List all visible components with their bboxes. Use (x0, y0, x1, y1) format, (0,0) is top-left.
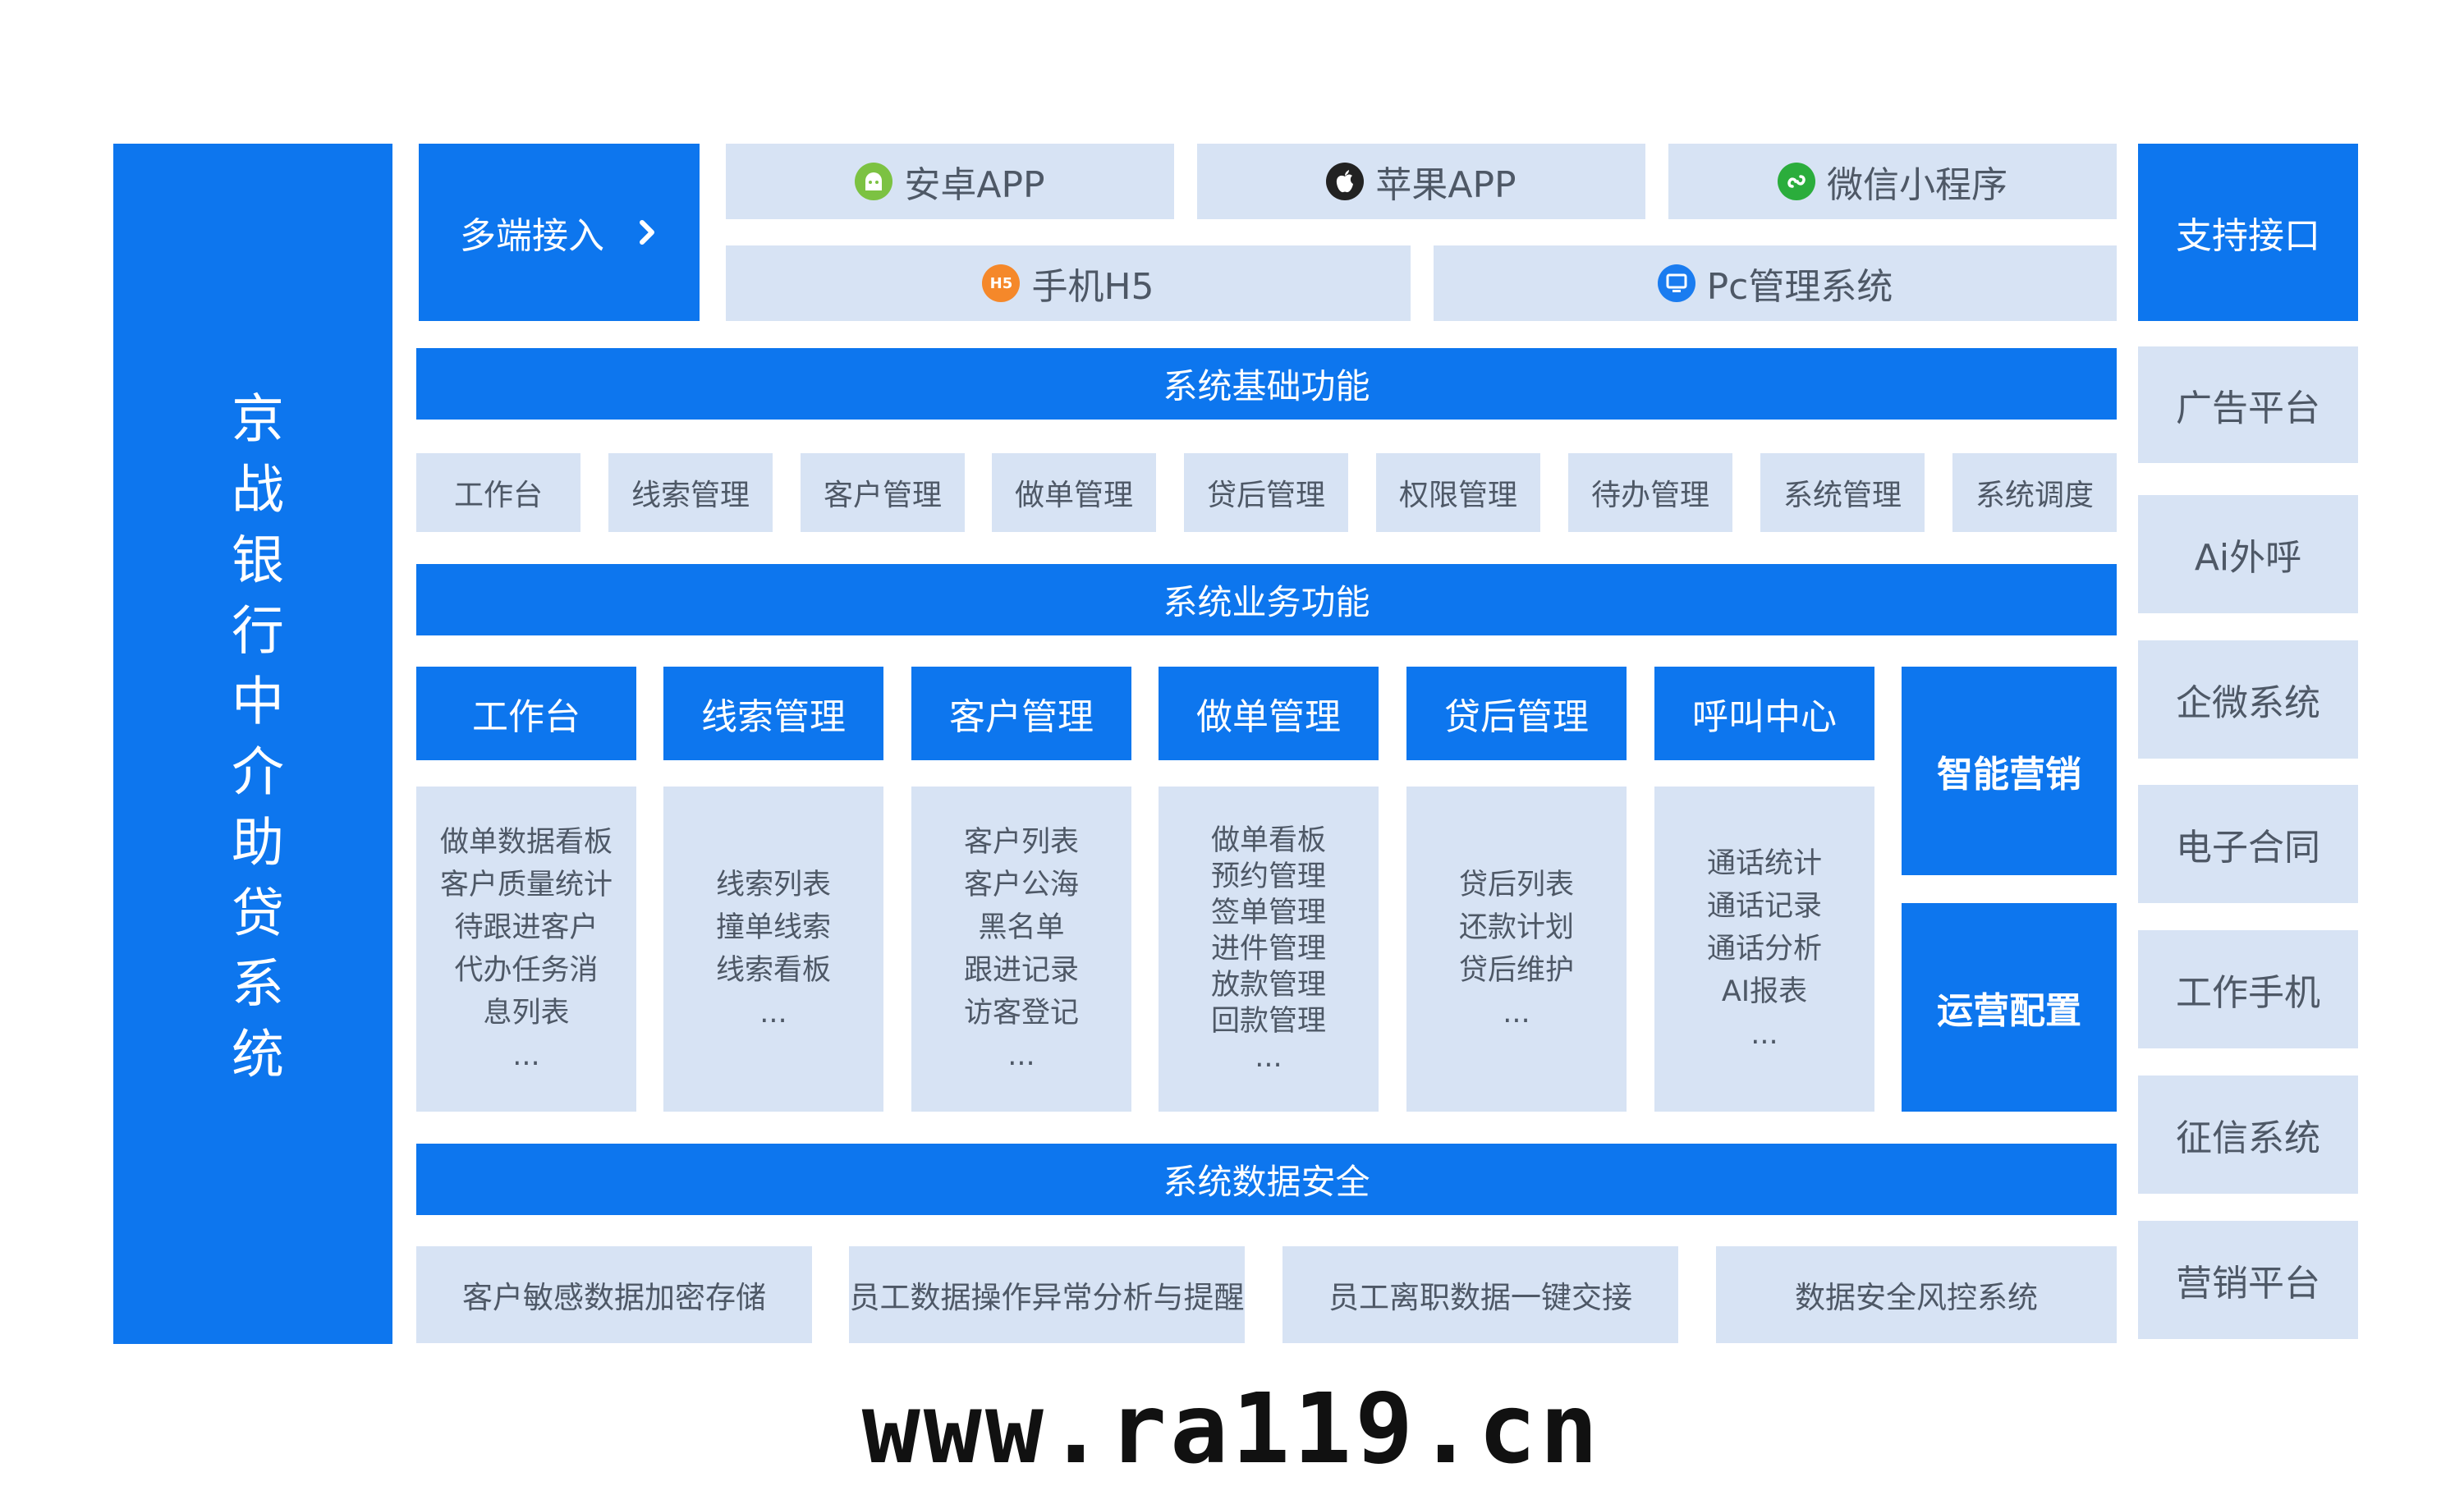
basic-functions-header: 系统基础功能 (416, 348, 2117, 420)
module-call-center-title[interactable]: 呼叫中心 (1654, 667, 1874, 760)
support-item-ad-platform[interactable]: 广告平台 (2138, 346, 2358, 463)
support-item-work-phone[interactable]: 工作手机 (2138, 930, 2358, 1048)
security-item-anomaly-alert[interactable]: 员工数据操作异常分析与提醒 (849, 1246, 1245, 1343)
security-item-offboarding-handover[interactable]: 员工离职数据一键交接 (1282, 1246, 1678, 1343)
ios-label: 苹果APP (1375, 164, 1516, 206)
system-title: 京战银行中介助贷系统 (223, 391, 283, 1097)
module-workbench-items: 做单数据看板 客户质量统计 待跟进客户 代办任务消 息列表 ... (416, 787, 636, 1112)
android-label: 安卓APP (904, 164, 1045, 206)
wechat-miniprogram-icon (1778, 163, 1815, 200)
android-icon (855, 163, 893, 200)
basic-item-customers[interactable]: 客户管理 (801, 453, 965, 532)
module-leads-title[interactable]: 线索管理 (663, 667, 883, 760)
support-item-e-contract[interactable]: 电子合同 (2138, 785, 2358, 903)
apple-icon (1326, 163, 1365, 200)
module-customers-items: 客户列表 客户公海 黑名单 跟进记录 访客登记 ... (911, 787, 1131, 1112)
basic-item-permissions[interactable]: 权限管理 (1376, 453, 1540, 532)
chevron-right-icon (640, 220, 654, 245)
access-item-pc[interactable]: Pc管理系统 (1434, 245, 2117, 321)
h5-icon: H5 (982, 264, 1021, 302)
module-customers-title[interactable]: 客户管理 (911, 667, 1131, 760)
operation-config-box[interactable]: 运营配置 (1902, 903, 2117, 1112)
support-item-marketing-platform[interactable]: 营销平台 (2138, 1221, 2358, 1339)
footer-url: www.ra119.cn (861, 1372, 1602, 1485)
access-item-ios[interactable]: 苹果APP (1197, 144, 1645, 219)
system-title-panel: 京战银行中介助贷系统 (113, 144, 392, 1344)
security-header: 系统数据安全 (416, 1144, 2117, 1215)
multi-access-box: 多端接入 (419, 144, 700, 321)
pc-label: Pc管理系统 (1706, 266, 1893, 308)
smart-marketing-box[interactable]: 智能营销 (1902, 667, 2117, 875)
basic-item-workbench[interactable]: 工作台 (416, 453, 580, 532)
support-item-wecom[interactable]: 企微系统 (2138, 640, 2358, 759)
support-item-credit-system[interactable]: 征信系统 (2138, 1076, 2358, 1194)
module-leads-items: 线索列表 撞单线索 线索看板 ... (663, 787, 883, 1112)
support-item-ai-call[interactable]: Ai外呼 (2138, 495, 2358, 613)
access-item-android[interactable]: 安卓APP (726, 144, 1174, 219)
security-item-risk-control[interactable]: 数据安全风控系统 (1716, 1246, 2117, 1343)
wechat-label: 微信小程序 (1827, 164, 2007, 206)
business-functions-header: 系统业务功能 (416, 564, 2117, 635)
access-item-wechat[interactable]: 微信小程序 (1668, 144, 2117, 219)
basic-item-leads[interactable]: 线索管理 (608, 453, 773, 532)
module-orders-title[interactable]: 做单管理 (1159, 667, 1379, 760)
basic-item-orders[interactable]: 做单管理 (992, 453, 1156, 532)
h5-label: 手机H5 (1031, 266, 1154, 308)
module-post-loan-title[interactable]: 贷后管理 (1406, 667, 1627, 760)
module-call-center-items: 通话统计 通话记录 通话分析 AI报表 ... (1654, 787, 1874, 1112)
security-item-encryption[interactable]: 客户敏感数据加密存储 (416, 1246, 812, 1343)
basic-item-todo[interactable]: 待办管理 (1568, 453, 1732, 532)
module-post-loan-items: 贷后列表 还款计划 贷后维护 ... (1406, 787, 1627, 1112)
access-item-h5[interactable]: H5 手机H5 (726, 245, 1411, 321)
multi-access-label: 多端接入 (460, 215, 604, 257)
basic-item-system[interactable]: 系统管理 (1760, 453, 1925, 532)
module-orders-items: 做单看板 预约管理 签单管理 进件管理 放款管理 回款管理 ... (1159, 787, 1379, 1112)
module-workbench-title[interactable]: 工作台 (416, 667, 636, 760)
basic-item-post-loan[interactable]: 贷后管理 (1184, 453, 1348, 532)
basic-item-scheduling[interactable]: 系统调度 (1952, 453, 2117, 532)
support-interfaces-header: 支持接口 (2138, 144, 2358, 321)
pc-monitor-icon (1657, 264, 1695, 302)
